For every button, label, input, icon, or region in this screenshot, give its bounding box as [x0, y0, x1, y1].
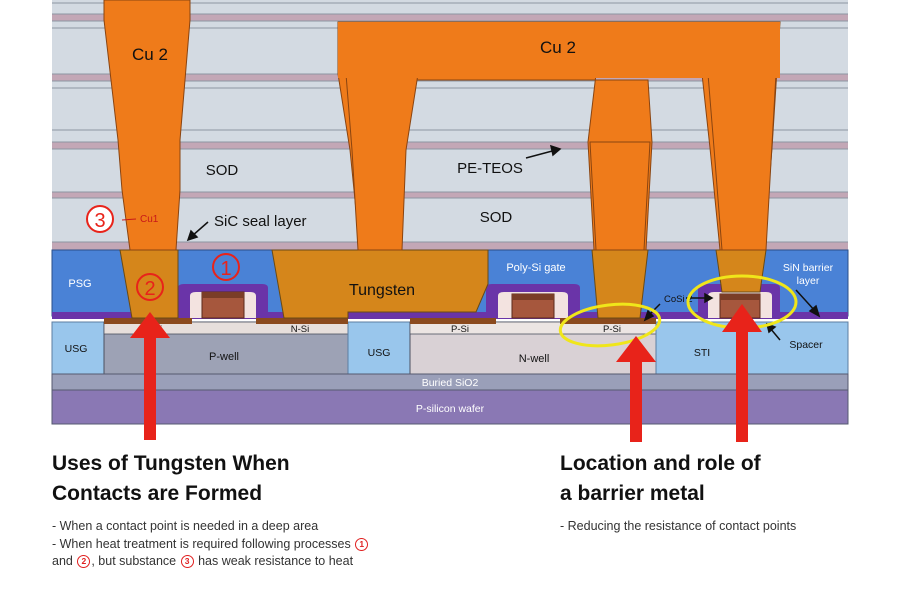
label-pe-teos: PE-TEOS — [457, 160, 523, 177]
left-caption-bullet3: and 2, but substance 3 has weak resistan… — [52, 553, 472, 571]
label-cu1: Cu1 — [140, 214, 159, 225]
label-poly-si-gate: Poly-Si gate — [506, 262, 565, 274]
red-arrows — [130, 304, 762, 442]
label-cu2-left: Cu 2 — [132, 45, 168, 64]
marker-2-circle — [136, 273, 164, 301]
label-n-si-right: N-Si — [291, 324, 309, 335]
label-n-well: N-well — [519, 353, 550, 365]
label-sod-lower: SOD — [480, 209, 513, 226]
label-p-well: P-well — [209, 351, 239, 363]
marker-3-circle — [86, 205, 114, 233]
left-caption-bullet2-text: - When heat treatment is required follow… — [52, 536, 351, 551]
label-cosi2: CoSi 2 — [664, 294, 693, 305]
label-usg-mid: USG — [368, 347, 391, 359]
gate-stack-left — [178, 284, 268, 319]
left-caption-bullet3-and: and — [52, 554, 73, 568]
right-caption-bullet1: - Reducing the resistance of contact poi… — [560, 519, 797, 533]
right-caption-title: Location and role of a barrier metal — [560, 449, 761, 509]
label-buried-sio2: Buried SiO2 — [422, 377, 479, 389]
right-caption-body: - Reducing the resistance of contact poi… — [560, 518, 880, 536]
highlight-ellipse-cosi2 — [558, 302, 662, 348]
left-caption-title-line1: Uses of Tungsten When — [52, 452, 290, 475]
marker-1-label: 1 — [220, 258, 231, 280]
number-markers: 1 2 3 — [86, 205, 240, 301]
red-arrow-right — [722, 304, 762, 442]
left-caption-bullet2: - When heat treatment is required follow… — [52, 536, 472, 554]
left-caption-bullet3-mid: , but substance — [91, 554, 177, 568]
marker-2-label: 2 — [144, 278, 155, 300]
label-sin-barrier-line2: layer — [797, 275, 820, 287]
label-sod-upper: SOD — [206, 162, 239, 179]
right-caption-title-line2: a barrier metal — [560, 482, 705, 505]
label-psg: PSG — [68, 278, 91, 290]
right-caption-title-line1: Location and role of — [560, 452, 761, 475]
label-usg-left: USG — [65, 343, 88, 355]
left-caption-title: Uses of Tungsten When Contacts are Forme… — [52, 449, 290, 509]
label-p-silicon-wafer: P-silicon wafer — [416, 403, 485, 415]
ref-marker-2: 2 — [77, 555, 91, 568]
left-caption-body: - When a contact point is needed in a de… — [52, 518, 472, 571]
red-arrow-left — [130, 312, 170, 440]
copper-vias — [338, 22, 780, 251]
ref-marker-1: 1 — [355, 537, 369, 551]
label-spacer: Spacer — [789, 339, 823, 351]
label-p-si-right: P-Si — [603, 324, 621, 335]
tungsten-plugs — [119, 249, 767, 319]
label-cu2-right: Cu 2 — [540, 38, 576, 57]
left-caption-title-line2: Contacts are Formed — [52, 482, 263, 505]
ref-marker-3: 3 — [180, 555, 194, 568]
gate-stack-mid — [486, 284, 580, 319]
label-sin-barrier-line1: SiN barrier — [783, 262, 834, 274]
label-sti: STI — [694, 347, 710, 359]
left-caption-bullet1: - When a contact point is needed in a de… — [52, 519, 319, 533]
left-caption-bullet3-end: has weak resistance to heat — [198, 554, 354, 568]
marker-1-circle — [212, 253, 240, 281]
red-arrow-middle — [616, 336, 656, 442]
marker-3-label: 3 — [94, 210, 105, 232]
label-p-si-mid: P-Si — [451, 324, 469, 335]
label-sic-seal-layer: SiC seal layer — [214, 213, 307, 230]
label-tungsten: Tungsten — [349, 282, 415, 299]
